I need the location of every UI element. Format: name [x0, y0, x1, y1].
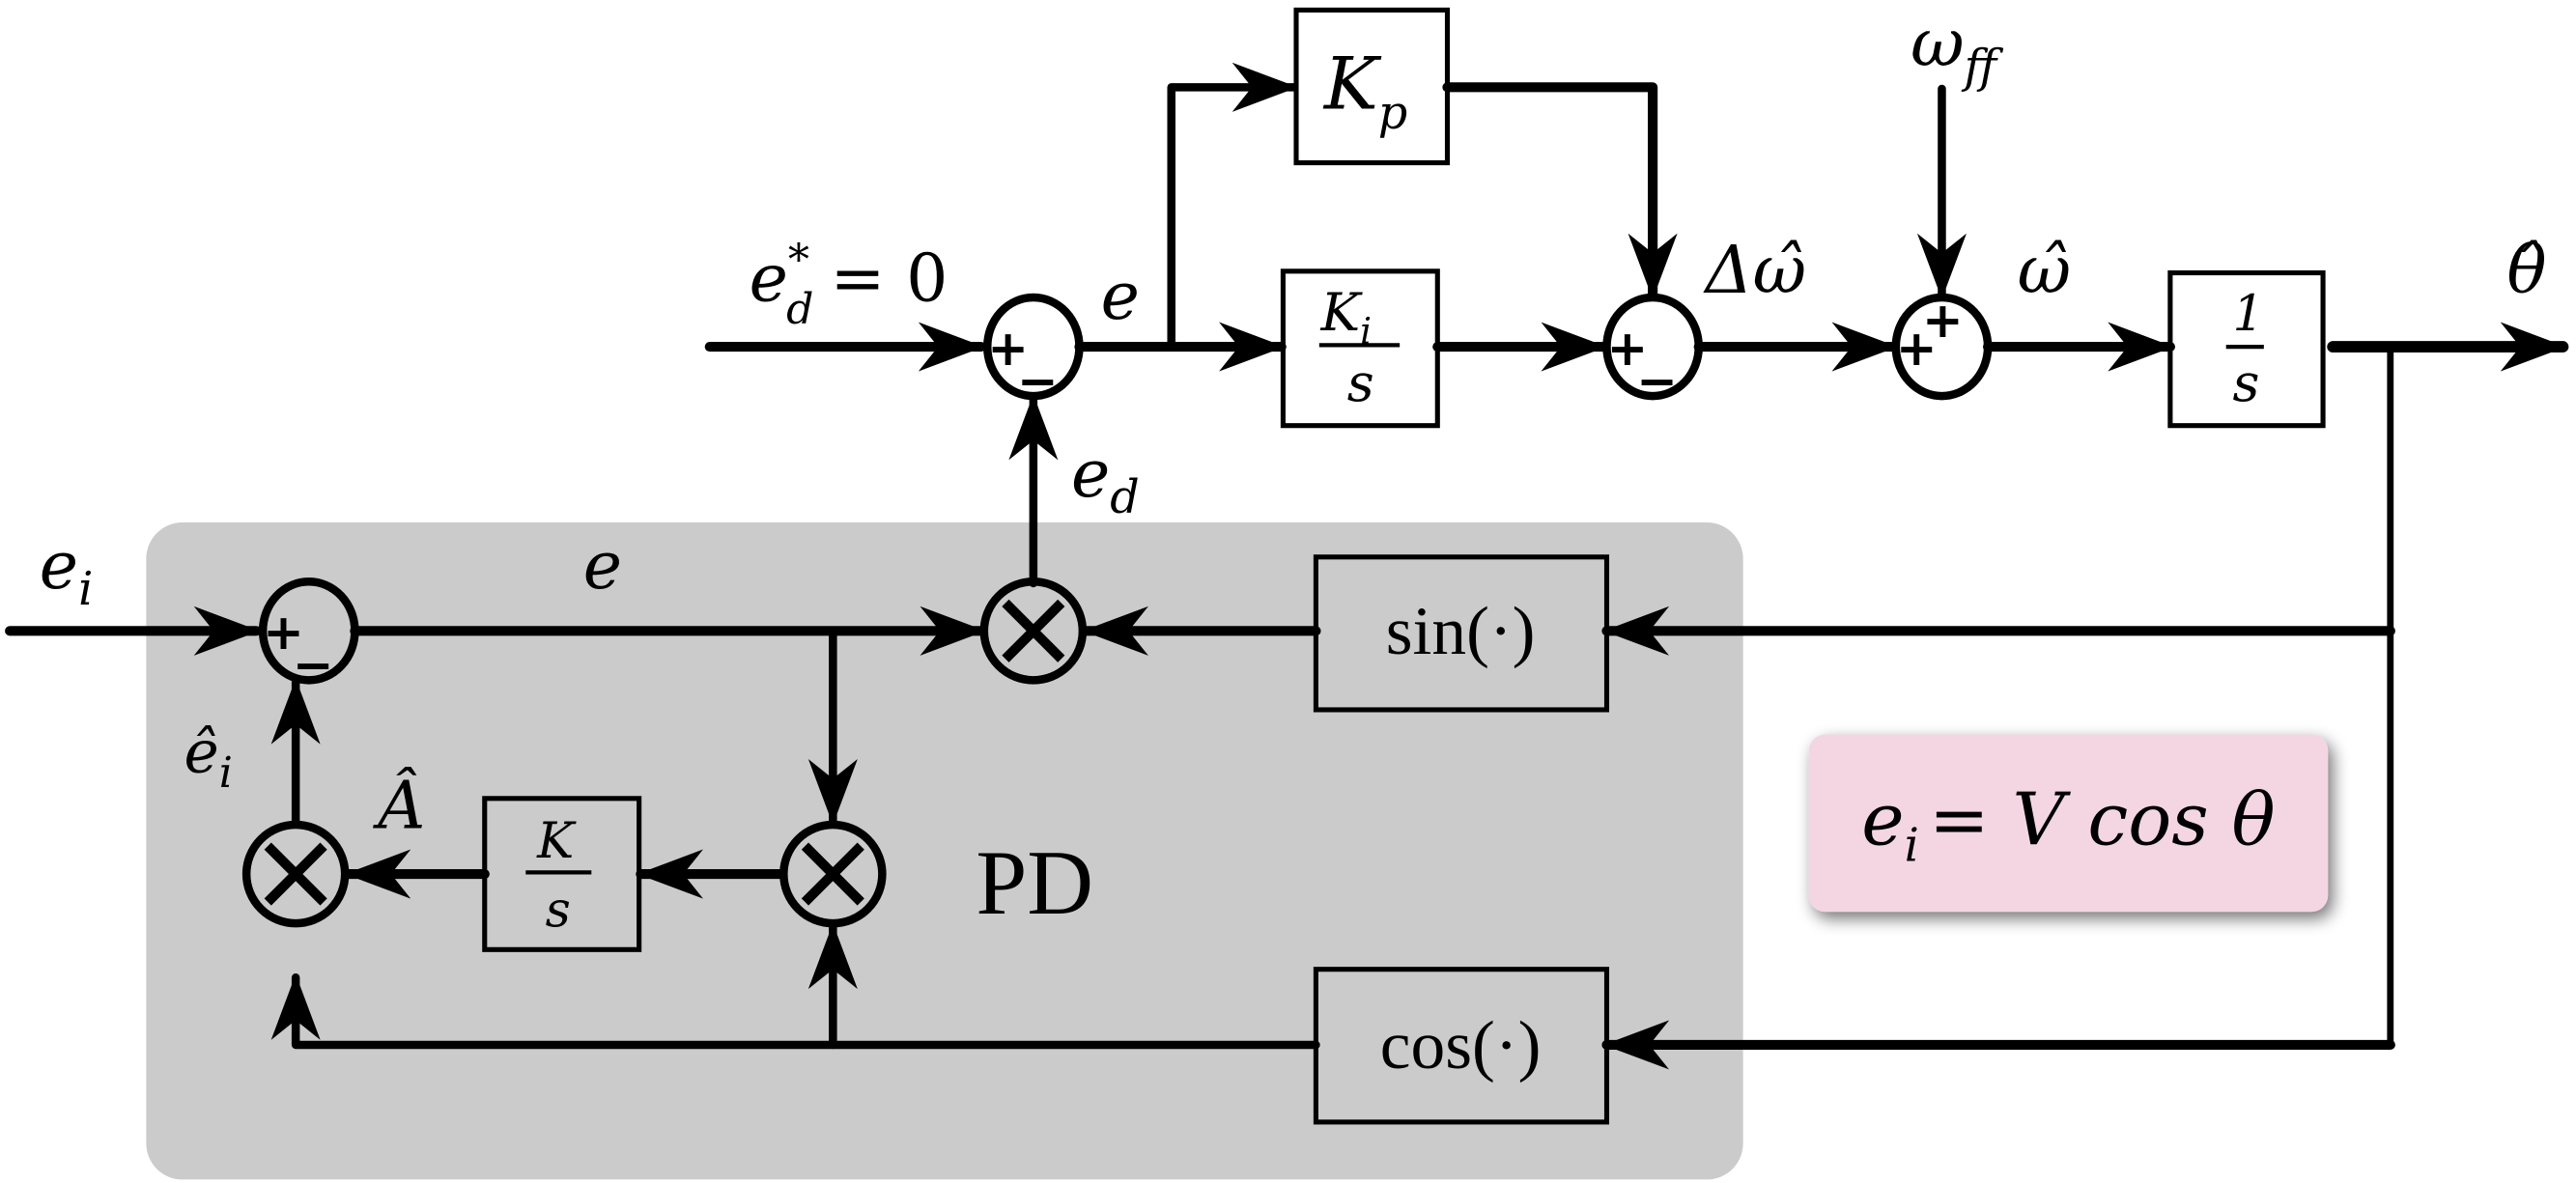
reference-label: e*d= 0 [750, 236, 948, 334]
cos-block: cos(·) [1313, 967, 1610, 1125]
svg-text:sin(·): sin(·) [1386, 593, 1536, 669]
svg-text:+: + [1896, 321, 1938, 378]
ki-over-s-block: Ki s [1280, 268, 1440, 429]
svg-text:s: s [1347, 352, 1374, 413]
summing-junction-1: + − [982, 293, 1084, 410]
cos-output-wire [270, 972, 1320, 1050]
a-hat-label: Â [372, 767, 425, 844]
ei-hat-label: êi [184, 718, 233, 798]
integrator-block: 1 s [2167, 269, 2326, 429]
summing-junction-2: + − [1602, 293, 1703, 410]
svg-text:Ki: Ki [1320, 281, 1373, 352]
pd-error-label: e [583, 528, 622, 605]
omega-hat-label: ω̂ [2018, 233, 2071, 309]
svg-text:cos(·): cos(·) [1380, 1007, 1542, 1084]
omega-ff-label: ωff [1911, 6, 2003, 94]
sin-block: sin(·) [1313, 554, 1610, 713]
kp-output-wire [1442, 82, 1678, 301]
delta-omega-label: Δω̂ [1703, 233, 1807, 309]
pd-region [146, 522, 1743, 1180]
ed-label: ed [1071, 437, 1140, 524]
svg-text:+: + [263, 605, 304, 662]
svg-text:s: s [2233, 352, 2260, 413]
svg-text:Kp: Kp [1322, 42, 1407, 139]
svg-text:−: − [1017, 353, 1059, 410]
pd-title: PD [976, 831, 1093, 934]
summing-junction-3: + + [1891, 293, 1993, 401]
equation-note [1808, 734, 2329, 913]
theta-hat-label: θ̂ [2507, 233, 2547, 309]
svg-text:K: K [536, 813, 577, 870]
svg-text:+: + [1606, 321, 1648, 378]
svg-text:+: + [987, 321, 1029, 378]
svg-text:−: − [1636, 353, 1678, 410]
error-label-top: e [1101, 259, 1140, 335]
svg-text:+: + [1922, 293, 1964, 350]
kp-block: Kp [1293, 7, 1451, 166]
ei-input-label: ei [40, 528, 94, 616]
k-over-s-block: K s [482, 796, 642, 952]
svg-text:s: s [546, 882, 571, 939]
svg-text:1: 1 [2233, 286, 2264, 343]
kp-branch-wire [1167, 62, 1299, 352]
equation-note-text: ei= V cos θ [1861, 777, 2275, 872]
